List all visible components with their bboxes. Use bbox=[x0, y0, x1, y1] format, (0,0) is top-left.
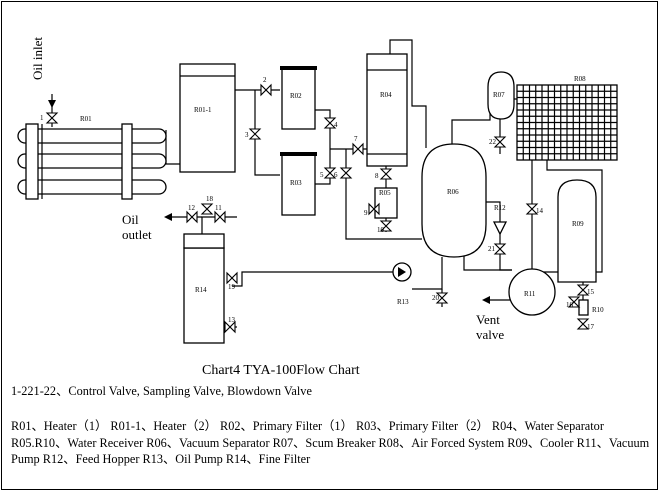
valve-11 bbox=[214, 210, 226, 224]
r05-water-receiver: R05 bbox=[374, 187, 398, 219]
valve-6-label: 6 bbox=[334, 171, 338, 179]
valve-12 bbox=[186, 210, 198, 224]
valve-4-label: 4 bbox=[334, 121, 338, 129]
valve-9-label: 9 bbox=[364, 209, 368, 217]
valve-7-label: 7 bbox=[354, 135, 358, 143]
r08-air-forced-system: R08 bbox=[516, 75, 618, 161]
valve-7 bbox=[352, 142, 364, 156]
valve-14-label: 14 bbox=[536, 207, 544, 215]
valve-14 bbox=[525, 203, 539, 215]
r05-label: R05 bbox=[379, 189, 391, 197]
r02-primary-filter: R02 bbox=[280, 66, 317, 130]
vent-valve-label-1: Vent bbox=[476, 312, 500, 327]
r10-label: R10 bbox=[592, 306, 604, 314]
r01-1-heater: R01-1 bbox=[179, 63, 236, 173]
r03-label: R03 bbox=[290, 179, 302, 187]
oil-outlet-arrow bbox=[164, 213, 172, 221]
valve-13 bbox=[224, 320, 236, 334]
r04-water-separator: R04 bbox=[366, 53, 408, 167]
valve-20-label: 20 bbox=[432, 294, 440, 302]
r08-grid bbox=[517, 85, 617, 160]
valve-18-label: 18 bbox=[206, 195, 214, 203]
vent-valve-label-2: valve bbox=[476, 327, 504, 342]
r03-primary-filter: R03 bbox=[280, 152, 317, 216]
vent-arrow bbox=[482, 296, 490, 304]
valve-5 bbox=[323, 167, 337, 179]
r09-label: R09 bbox=[572, 220, 584, 228]
valve-10 bbox=[379, 220, 393, 232]
r01-1-label: R01-1 bbox=[194, 106, 212, 114]
valve-2 bbox=[260, 83, 272, 97]
r09-cooler: R09 bbox=[557, 179, 597, 283]
valve-1 bbox=[45, 112, 59, 124]
r04-label: R04 bbox=[380, 91, 392, 99]
valve-22 bbox=[493, 136, 507, 148]
valve-17 bbox=[576, 318, 590, 330]
valve-20 bbox=[435, 292, 449, 304]
r08-label: R08 bbox=[574, 75, 586, 83]
valve-17-label: 17 bbox=[587, 323, 595, 331]
r14-label: R14 bbox=[195, 286, 207, 294]
oil-inlet-arrow bbox=[48, 100, 56, 108]
r14-fine-filter: R14 bbox=[183, 233, 225, 344]
valve-3-label: 3 bbox=[245, 131, 249, 139]
oil-outlet-label-1: Oil bbox=[122, 212, 139, 227]
valve-19-label: 19 bbox=[228, 283, 236, 291]
r11-vacuum-pump: R11 bbox=[508, 268, 556, 316]
valve-21 bbox=[493, 243, 507, 255]
r07-label: R07 bbox=[493, 91, 505, 99]
valve-5-label: 5 bbox=[320, 171, 324, 179]
r12-label: R12 bbox=[494, 204, 506, 212]
oil-inlet-label: Oil inlet bbox=[30, 37, 45, 80]
valve-10-label: 10 bbox=[377, 226, 385, 234]
valve-15-label: 15 bbox=[587, 288, 595, 296]
valve-18 bbox=[200, 203, 214, 215]
valve-1-label: 1 bbox=[40, 114, 44, 122]
r07-scum-breaker: R07 bbox=[487, 71, 515, 120]
valve-22-label: 22 bbox=[489, 138, 497, 146]
valve-9 bbox=[368, 202, 380, 216]
valve-8 bbox=[379, 168, 393, 180]
valve-6 bbox=[339, 167, 353, 179]
r12-feed-hopper: R12 bbox=[492, 204, 508, 236]
valve-11-label: 11 bbox=[215, 204, 222, 212]
valve-12-label: 12 bbox=[188, 204, 196, 212]
valve-8-label: 8 bbox=[375, 172, 379, 180]
valve-15 bbox=[576, 284, 590, 296]
valve-4 bbox=[323, 117, 337, 129]
r10-water-receiver: R10 bbox=[578, 299, 604, 316]
flow-arrows bbox=[48, 100, 490, 304]
oil-outlet-label-2: outlet bbox=[122, 227, 152, 242]
valve-2-label: 2 bbox=[263, 76, 267, 84]
legend-valves: 1-221-22、Control Valve, Sampling Valve, … bbox=[11, 384, 312, 398]
valve-16 bbox=[567, 296, 581, 308]
valve-16-label: 16 bbox=[566, 301, 574, 309]
r13-oil-pump: R13 bbox=[392, 262, 412, 306]
r06-label: R06 bbox=[447, 188, 459, 196]
valve-13-label: 13 bbox=[228, 316, 236, 324]
r02-label: R02 bbox=[290, 92, 302, 100]
r01-heater: R01 bbox=[17, 115, 167, 200]
legend-equipment: R01、Heater（1） R01-1、Heater（2） R02、Primar… bbox=[11, 419, 650, 466]
valve-19 bbox=[226, 271, 238, 285]
chart-caption: Chart4 TYA-100Flow Chart bbox=[202, 363, 360, 378]
valve-3 bbox=[248, 128, 262, 140]
r13-label: R13 bbox=[397, 298, 409, 306]
r06-vacuum-separator: R06 bbox=[421, 143, 487, 258]
r01-label: R01 bbox=[80, 115, 92, 123]
r11-label: R11 bbox=[524, 290, 536, 298]
valve-21-label: 21 bbox=[488, 245, 496, 253]
